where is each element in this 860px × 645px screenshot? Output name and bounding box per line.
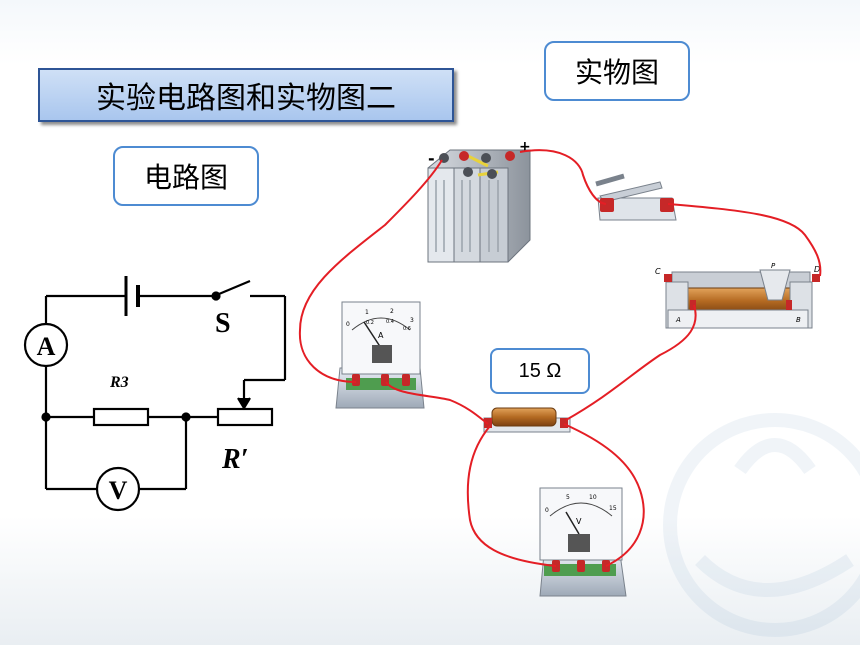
connection-wires	[298, 149, 822, 567]
real-diagram-label: 实物图	[544, 41, 690, 101]
ammeter-symbol-label: A	[37, 332, 56, 361]
switch-symbol-label: S	[215, 308, 231, 339]
voltmeter-tick-3: 15	[609, 505, 617, 512]
ammeter-tick-0: 0	[346, 321, 350, 328]
ammeter-tick-5: 0.4	[386, 319, 394, 325]
voltmeter-tick-2: 10	[589, 494, 597, 501]
ammeter-tick-2: 2	[390, 308, 394, 315]
resistance-value-label: 15 Ω	[490, 348, 590, 394]
ammeter-letter: A	[378, 331, 384, 340]
ammeter-tick-6: 0.6	[403, 326, 411, 332]
circuit-diagram-label: 电路图	[113, 146, 259, 206]
battery-pack: - +	[427, 139, 531, 263]
rheostat-terminal-d: D	[814, 265, 820, 274]
sliding-rheostat: C D A B P	[655, 262, 820, 329]
voltmeter-tick-0: 0	[545, 507, 549, 514]
battery-negative-sign: -	[428, 149, 435, 168]
ammeter-tick-1: 1	[365, 309, 369, 316]
knife-switch	[595, 173, 677, 221]
battery-positive-sign: +	[519, 139, 531, 155]
title-banner: 实验电路图和实物图二	[38, 68, 454, 122]
rheostat-terminal-a: A	[675, 316, 681, 324]
ammeter-tick-4: 0.2	[366, 320, 374, 326]
ammeter-device: A 0 1 2 3 0.2 0.4 0.6	[335, 301, 425, 409]
voltmeter-letter: V	[576, 517, 582, 526]
rheostat-terminal-c: C	[655, 267, 661, 276]
resistor-15-ohm	[483, 407, 571, 433]
ammeter-tick-3: 3	[410, 317, 414, 324]
voltmeter-symbol-label: V	[109, 476, 128, 505]
rheostat-terminal-b: B	[796, 316, 801, 324]
fixed-resistor-label: R3	[109, 374, 129, 391]
rheostat-symbol-label: R′	[221, 444, 249, 475]
voltmeter-device: V 0 5 10 15	[539, 487, 627, 597]
rheostat-slider-p: P	[771, 262, 776, 270]
voltmeter-tick-1: 5	[566, 494, 570, 501]
